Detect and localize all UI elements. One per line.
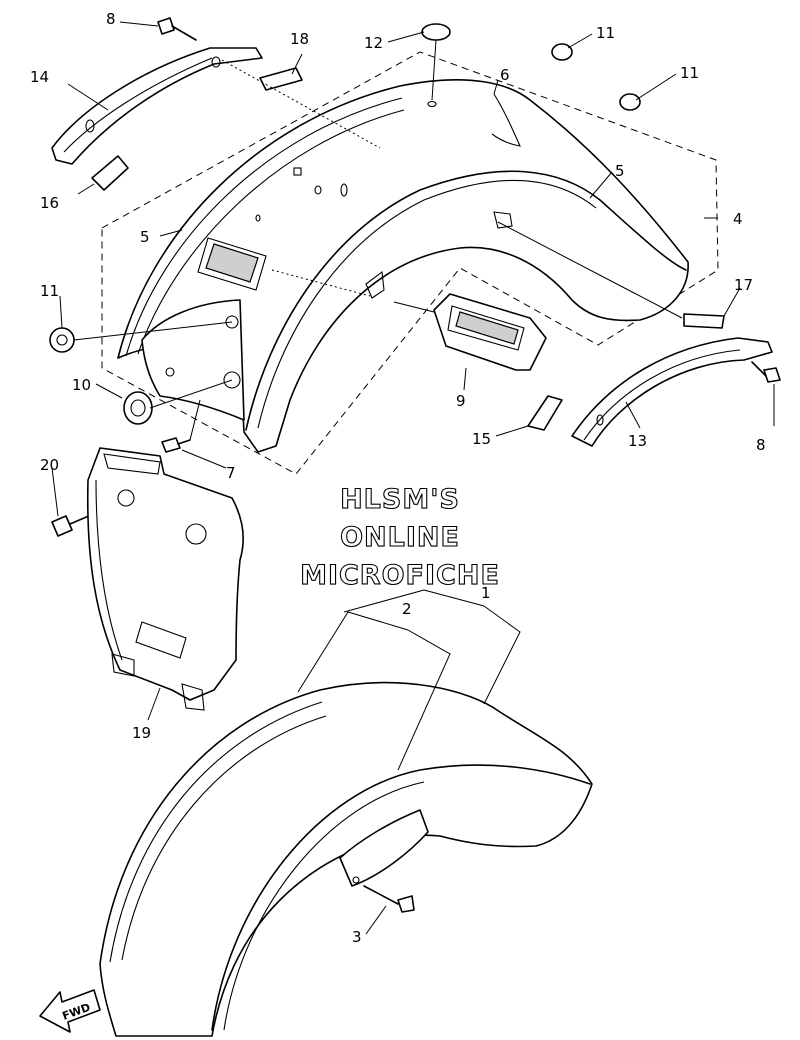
rail-pad-16[interactable] <box>91 155 129 191</box>
rear-rail-left[interactable] <box>51 47 263 165</box>
callout-11-left: 11 <box>40 282 59 300</box>
callout-labels: 1 2 3 4 5 5 6 7 8 8 9 10 11 11 11 12 13 … <box>30 10 766 946</box>
callout-4: 4 <box>733 210 743 228</box>
callout-20: 20 <box>40 456 59 474</box>
cap-12[interactable] <box>421 23 451 41</box>
bolt-3[interactable] <box>363 885 415 913</box>
grommet-11-left[interactable] <box>49 327 75 353</box>
grommet-11-right[interactable] <box>619 93 641 111</box>
front-fender[interactable] <box>99 681 593 1037</box>
watermark-line-2: ONLINE <box>340 522 460 553</box>
rail-pad-17[interactable] <box>683 313 725 329</box>
callout-15: 15 <box>472 430 491 448</box>
watermark-line-3: MICROFICHE <box>300 560 500 591</box>
leader-lines <box>51 21 775 935</box>
fwd-arrow-icon: FWD <box>39 989 101 1033</box>
watermark: HLSM'S ONLINE MICROFICHE <box>300 483 500 591</box>
rail-pad-15[interactable] <box>527 395 563 431</box>
callout-8-top: 8 <box>106 10 116 28</box>
rear-fender-assembly-boundary <box>101 51 719 475</box>
callout-12: 12 <box>364 34 383 52</box>
callout-6: 6 <box>500 66 510 84</box>
callout-17: 17 <box>734 276 753 294</box>
rail-pad-18[interactable] <box>259 67 303 91</box>
callout-1: 1 <box>481 584 491 602</box>
side-cover[interactable] <box>86 447 245 711</box>
callout-11-top: 11 <box>596 24 615 42</box>
watermark-line-1: HLSM'S <box>340 484 460 515</box>
callout-8-right: 8 <box>756 436 766 454</box>
callout-10: 10 <box>72 376 91 394</box>
emblem[interactable] <box>433 293 547 371</box>
callout-13: 13 <box>628 432 647 450</box>
bolt-8-right[interactable] <box>751 361 781 383</box>
grommet-11-top[interactable] <box>551 43 573 61</box>
bolt-7[interactable] <box>161 437 191 453</box>
grommet-10[interactable] <box>123 391 153 425</box>
callout-16: 16 <box>40 194 59 212</box>
callout-2: 2 <box>402 600 412 618</box>
rear-rail-right[interactable] <box>571 337 773 447</box>
callout-7: 7 <box>226 464 236 482</box>
rear-fender[interactable] <box>117 79 689 453</box>
callout-3: 3 <box>352 928 362 946</box>
callout-18: 18 <box>290 30 309 48</box>
callout-5-left: 5 <box>140 228 150 246</box>
callout-9: 9 <box>456 392 466 410</box>
callout-19: 19 <box>132 724 151 742</box>
callout-11-right: 11 <box>680 64 699 82</box>
callout-14: 14 <box>30 68 49 86</box>
callout-5-right: 5 <box>615 162 625 180</box>
bolt-8-top[interactable] <box>157 17 197 41</box>
